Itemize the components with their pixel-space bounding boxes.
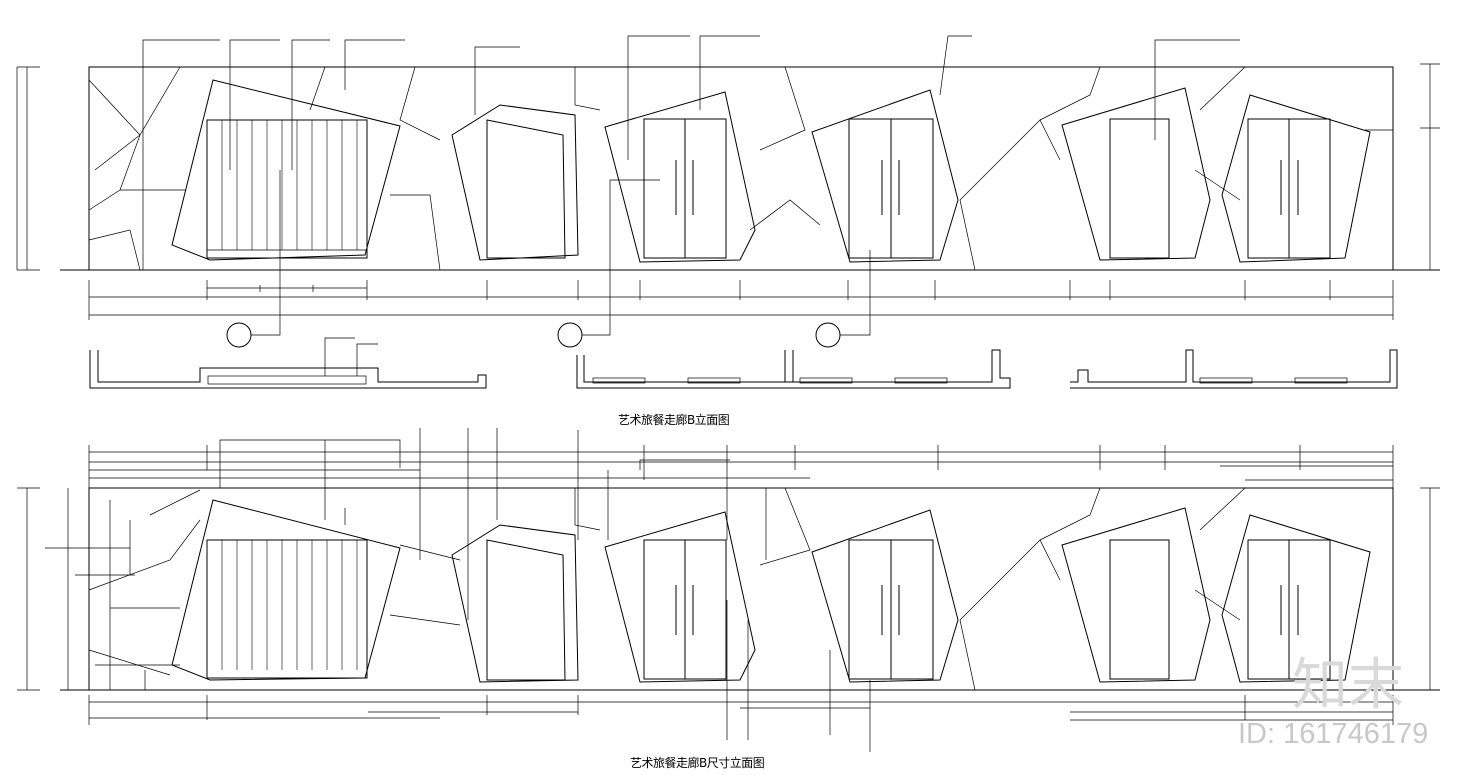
door-unit-2-bottom xyxy=(451,524,579,683)
dimension-chain-top xyxy=(88,280,1394,320)
door-unit-4-top xyxy=(811,89,959,263)
door-unit-5-bottom xyxy=(1061,507,1211,683)
wall-stone-pattern-bottom xyxy=(88,487,1246,691)
door-unit-3-bottom xyxy=(604,511,756,683)
door-unit-3-top xyxy=(604,91,756,263)
plan-strip-left xyxy=(89,337,487,389)
watermark-id: ID: 161746179 xyxy=(1238,718,1429,750)
door-unit-4-bottom xyxy=(811,509,959,683)
plan-strip-right xyxy=(576,349,1398,389)
caption-elevation-b: 艺术旅餐走廊B尺寸立面图 xyxy=(630,756,765,770)
door-unit-6-bottom xyxy=(1221,514,1371,683)
wall-stone-pattern-top xyxy=(88,66,1393,271)
watermark-logo: 知末 xyxy=(1292,653,1404,716)
dimension-chain-bottom-top xyxy=(88,428,1394,620)
section-markers xyxy=(226,170,871,348)
dimension-chain-bottom xyxy=(88,600,1394,752)
annotation-leaders-bottom xyxy=(219,439,767,560)
door-unit-2-top xyxy=(451,104,579,261)
window-unit-1-top xyxy=(171,79,401,261)
door-unit-5-top xyxy=(1061,87,1211,261)
elevation-bottom xyxy=(17,428,1440,752)
window-unit-1-bottom xyxy=(171,499,401,681)
caption-elevation-a: 艺术旅餐走廊B立面图 xyxy=(618,413,730,427)
elevation-top xyxy=(16,35,1440,389)
dimension-ladder-left xyxy=(45,488,180,690)
annotation-leaders-top xyxy=(142,35,1240,270)
door-unit-6-top xyxy=(1221,94,1371,263)
